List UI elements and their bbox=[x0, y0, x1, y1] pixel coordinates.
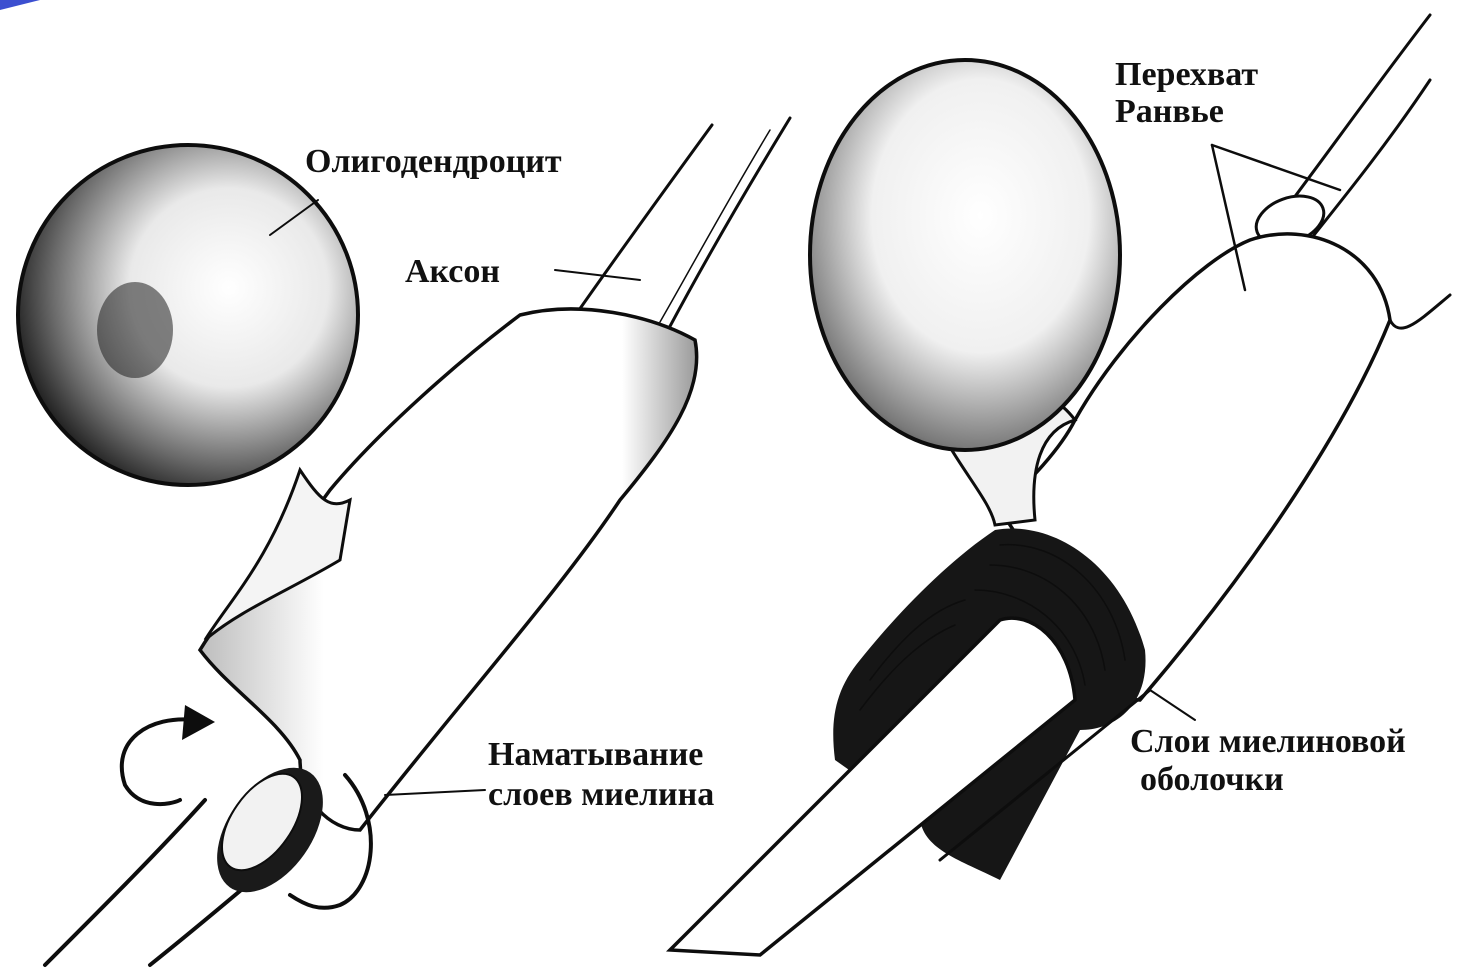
label-axon: Аксон bbox=[405, 253, 500, 290]
left-axon-upper-hatch bbox=[660, 130, 770, 322]
label-layers-line1: Слои миелиновой bbox=[1130, 723, 1406, 760]
right-axon-upper-edge-2 bbox=[1310, 80, 1430, 240]
corner-accent bbox=[0, 0, 40, 10]
label-layers-line2: оболочки bbox=[1140, 761, 1284, 798]
label-wrapping-line2: слоев миелина bbox=[488, 776, 714, 813]
right-oligodendrocyte-cell-body bbox=[810, 60, 1120, 450]
sheath-right-tail bbox=[1390, 295, 1450, 328]
label-node-line1: Перехват bbox=[1115, 56, 1258, 93]
leader-wrapping bbox=[385, 790, 485, 795]
leader-axon bbox=[555, 270, 640, 280]
leader-layers bbox=[1150, 690, 1195, 720]
oligodendrocyte-cell-body bbox=[18, 145, 358, 485]
leader-node-1 bbox=[1212, 145, 1340, 190]
left-axon-upper-edge-2 bbox=[668, 118, 790, 330]
left-panel: Олигодендроцит Аксон Наматывание слоев м… bbox=[18, 118, 790, 965]
cell-shadow bbox=[97, 282, 173, 378]
rotation-arrowhead-icon bbox=[182, 705, 215, 740]
right-panel: Перехват Ранвье Слои миелиновой оболочки bbox=[670, 15, 1450, 955]
label-wrapping-line1: Наматывание bbox=[488, 736, 703, 773]
label-oligodendrocyte: Олигодендроцит bbox=[305, 143, 562, 180]
label-node-line2: Ранвье bbox=[1115, 93, 1224, 130]
